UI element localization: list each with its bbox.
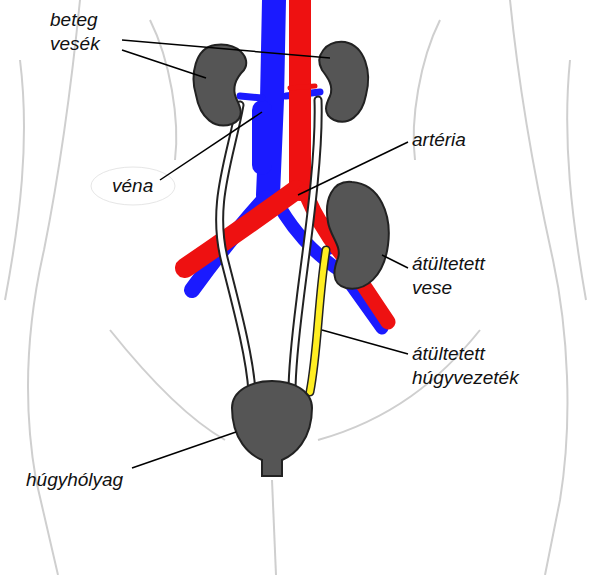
- leader-line: [298, 142, 408, 195]
- part-label: átültetett vese: [412, 252, 512, 300]
- renal-artery: [290, 86, 315, 88]
- transplanted-kidney: [327, 182, 389, 289]
- leader-line: [322, 330, 408, 354]
- renal-vein: [240, 96, 262, 98]
- leader-line: [132, 432, 236, 468]
- ureter: [220, 105, 252, 392]
- diseased-kidney: [319, 42, 368, 122]
- leg-outline: [272, 480, 276, 575]
- part-label: véna: [112, 174, 153, 198]
- label-patch: [91, 167, 175, 205]
- leader-line: [122, 40, 330, 58]
- leader-line: [122, 50, 206, 78]
- graft-ureter: [310, 250, 326, 392]
- part-label: beteg vesék: [50, 8, 122, 56]
- leader-line: [160, 112, 262, 180]
- part-label: artéria: [412, 128, 466, 152]
- vena-cava: [252, 110, 272, 165]
- arm-outline: [567, 60, 586, 300]
- graft-ureter: [310, 250, 326, 392]
- body-outline: [510, 0, 567, 575]
- aorta: [289, 0, 311, 190]
- arm-outline: [5, 60, 24, 300]
- bladder: [232, 381, 312, 476]
- diseased-kidney: [194, 45, 247, 126]
- iliac-artery: [185, 190, 296, 268]
- leader-line: [382, 255, 408, 268]
- part-label: húgyhólyag: [26, 468, 123, 492]
- torso-contour: [150, 20, 176, 160]
- ureter: [220, 105, 252, 392]
- hip-contour: [110, 330, 225, 440]
- part-label: átültetett húgyvezeték: [412, 342, 562, 390]
